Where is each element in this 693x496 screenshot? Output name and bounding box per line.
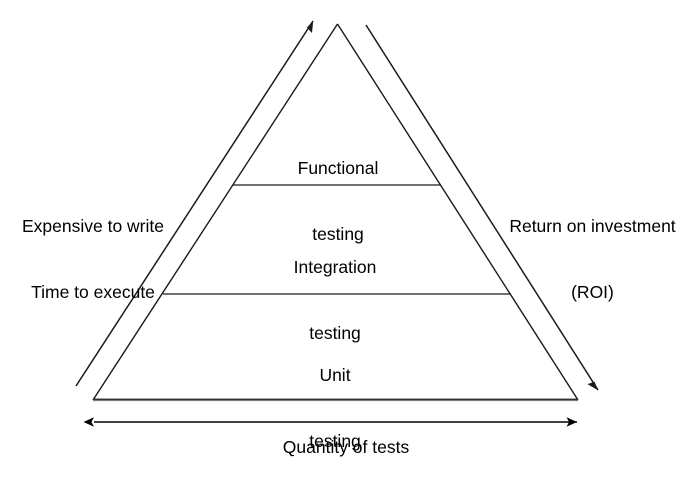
bottom-axis-label: Quantity of tests (282, 437, 410, 457)
right-arrow-line (365, 24, 599, 391)
tier-integration-line2: testing (309, 323, 361, 343)
tier-label-integration-testing: Integration testing (245, 212, 425, 388)
tier-unit-line2: testing (309, 431, 361, 451)
pyramid-left-edge (92, 23, 339, 401)
right-axis-label-line1: Return on investment (509, 216, 676, 236)
left-arrow-line (75, 20, 314, 387)
right-axis-arrow (365, 24, 599, 391)
pyramid-outline (92, 23, 579, 402)
tier-functional-line2: testing (312, 224, 364, 244)
left-axis-arrow (75, 20, 314, 387)
tier-label-unit-testing: Unit testing (245, 320, 425, 496)
pyramid-graphic (75, 20, 599, 427)
right-axis-label-line2: (ROI) (571, 282, 614, 302)
test-pyramid-diagram: Expensive to write Time to execute Retur… (0, 20, 693, 457)
tier-functional-line1: Functional (297, 158, 379, 178)
tier-integration-line1: Integration (293, 257, 377, 277)
left-axis-label-line1: Expensive to write (21, 216, 164, 236)
left-axis-label: Expensive to write Time to execute (0, 171, 186, 347)
pyramid-tier-dividers (163, 184, 511, 295)
tier-unit-line1: Unit (319, 365, 351, 385)
left-axis-label-line2: Time to execute (31, 282, 155, 302)
right-axis-label: Return on investment (ROI) (492, 171, 693, 347)
tier-label-functional-testing: Functional testing (248, 113, 428, 289)
pyramid-right-edge (336, 23, 579, 401)
